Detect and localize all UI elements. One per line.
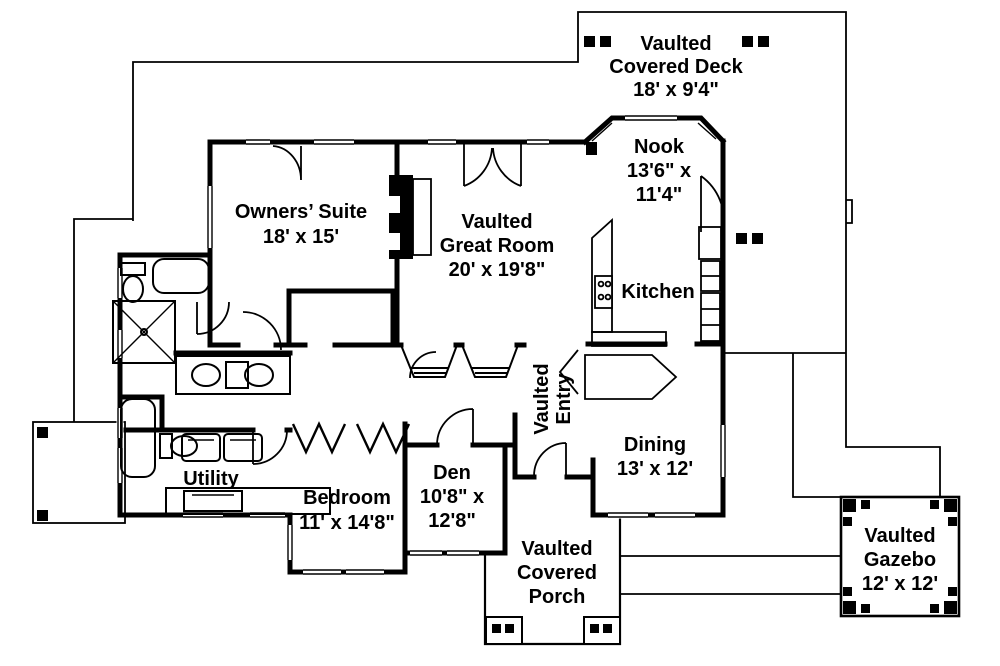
room-label-utility: Utility [183,467,239,491]
room-name: Vaulted [521,538,593,560]
deck-posts [37,36,769,521]
room-label-gazebo: Vaulted Gazebo 12' x 12' [862,524,938,596]
room-name: Vaulted [531,363,553,435]
room-label-bedroom: Bedroom 11' x 14'8" [299,486,395,536]
room-name: Kitchen [621,281,695,303]
bedroom-closet-doors [291,421,411,455]
room-name: Owners’ Suite [234,201,368,223]
fireplace [389,142,597,259]
room-label-kitchen: Kitchen [621,280,694,304]
room-name: Bedroom [303,487,391,509]
room-label-great-room: Vaulted Great Room 20' x 19'8" [440,210,554,282]
porch-structure [483,517,622,646]
room-dimensions: 12'8" [428,510,476,532]
room-dimensions: 10'8" x [419,486,485,508]
room-name: Vaulted [461,211,533,233]
room-name: Porch [528,586,586,608]
room-dimensions: 11'4" [635,184,683,206]
room-name: Vaulted [864,525,936,547]
room-name: Covered Deck [609,56,743,78]
room-name: Covered [516,562,598,584]
deck-outlines [32,11,941,595]
room-dimensions: 13' x 12' [616,458,694,480]
room-name: Nook [633,136,684,158]
room-label-nook: Nook 13'6" x 11'4" [627,135,691,207]
room-dimensions: 18' x 9'4" [633,79,719,101]
room-name: Vaulted [640,33,712,55]
room-label-dining: Dining 13' x 12' [617,433,693,481]
utility-fixtures [165,433,331,515]
room-name: Den [433,462,471,484]
room-label-covered-porch: Vaulted Covered Porch [517,537,597,609]
window-seat-bays [400,344,519,378]
room-label-entry: Vaulted Entry [531,363,575,434]
room-label-owners-suite: Owners’ Suite 18' x 15' [235,200,367,250]
room-dimensions: 18' x 15' [262,226,340,248]
room-label-covered-deck: Vaulted Covered Deck 18' x 9'4" [609,33,742,102]
room-dimensions: 20' x 19'8" [448,259,546,281]
room-dimensions: 11' x 14'8" [299,512,395,534]
kitchen-fixtures [558,217,722,400]
room-name: Entry [553,373,575,425]
doors [196,143,725,477]
room-dimensions: 12' x 12' [861,573,939,595]
bath-fixtures [112,258,291,478]
room-name: Great Room [439,235,555,257]
room-name: Gazebo [863,549,937,571]
room-name: Utility [183,468,239,490]
room-dimensions: 13'6" x [626,160,692,182]
room-name: Dining [623,434,687,456]
room-label-den: Den 10'8" x 12'8" [420,461,484,533]
gazebo-structure [839,495,961,618]
